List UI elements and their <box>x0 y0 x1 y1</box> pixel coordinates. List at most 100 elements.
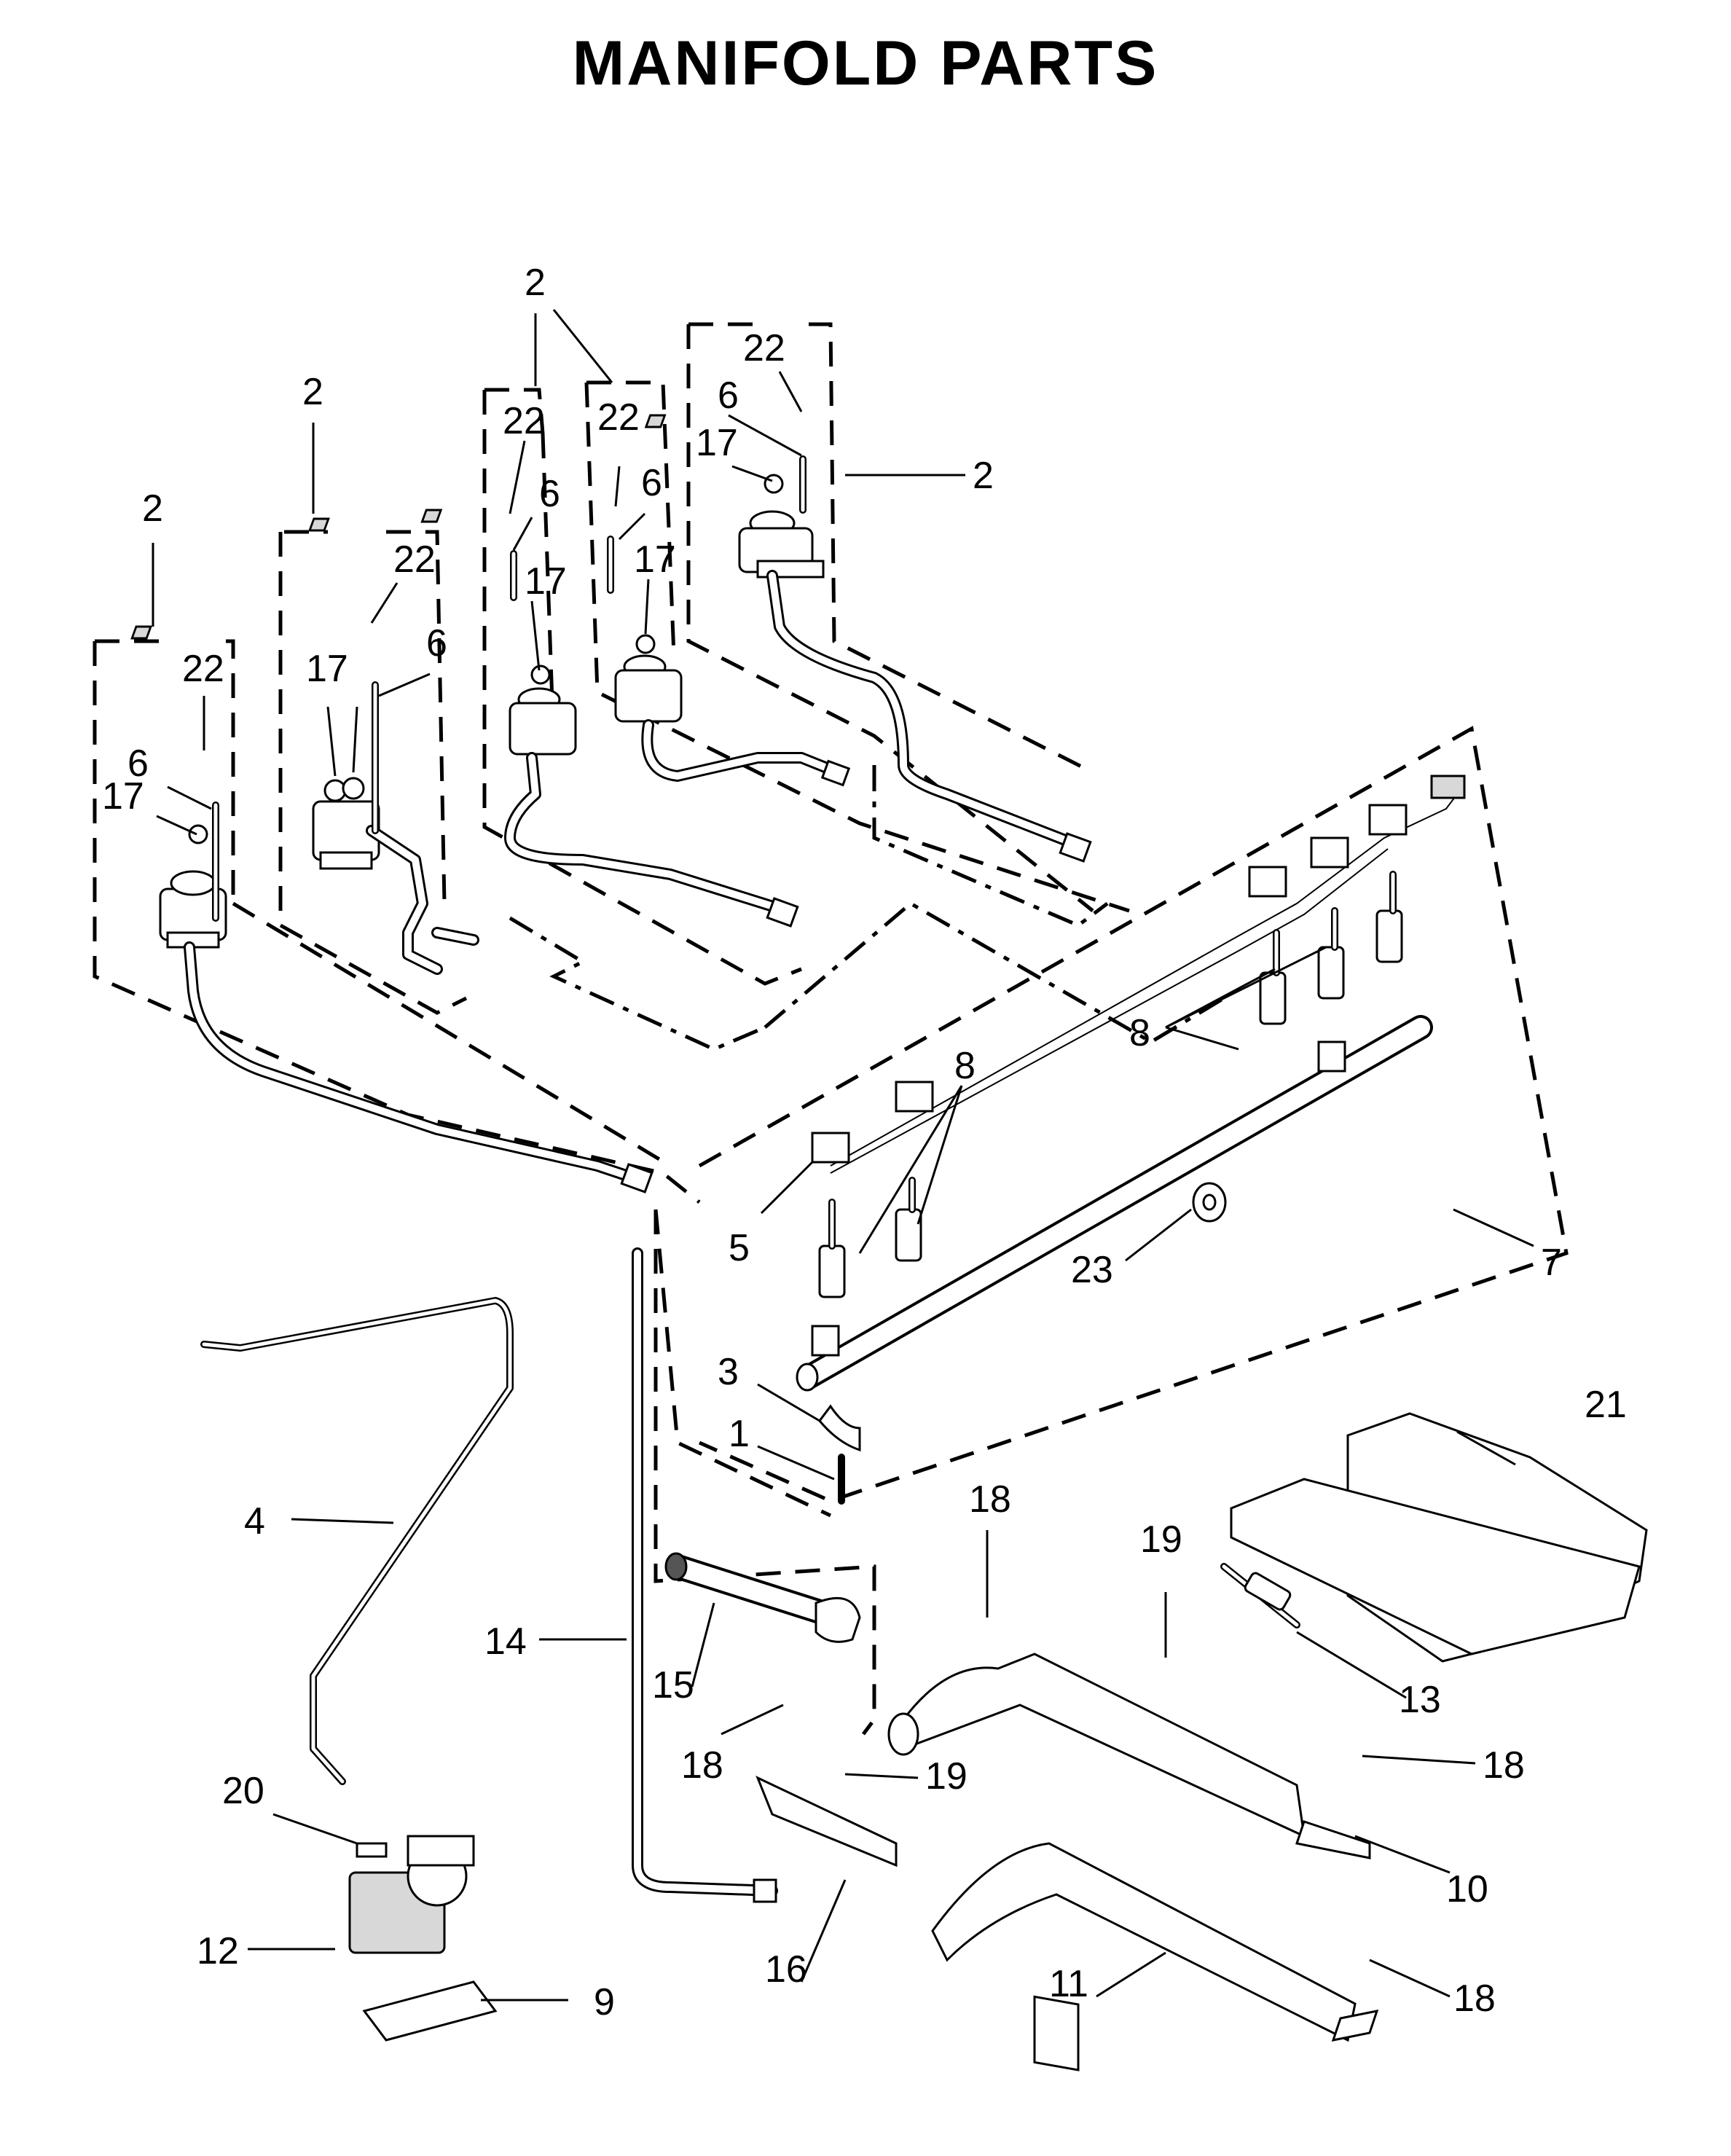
screw-icon <box>188 824 208 844</box>
callout-15: 15 <box>652 1664 694 1706</box>
boundary-valve-right <box>686 322 1094 912</box>
bracket-16 <box>755 1776 898 1867</box>
igniter-switch <box>811 1132 850 1164</box>
boundary-chain-2 <box>764 901 1225 1044</box>
callout-6-d: 6 <box>641 462 662 504</box>
clip-icon <box>420 509 443 523</box>
valve-assembly-center-left <box>504 687 799 928</box>
callout-2-left-mid: 2 <box>302 371 323 413</box>
callout-8-a: 8 <box>1129 1012 1150 1054</box>
callout-17-e: 17 <box>696 422 738 464</box>
valve-stem-cap <box>170 870 216 896</box>
callout-6-e: 6 <box>718 375 739 417</box>
page-title: MANIFOLD PARTS <box>572 28 1159 98</box>
tube-nut <box>620 1163 653 1193</box>
callout-6-b: 6 <box>426 622 447 665</box>
manifold-bracket <box>1317 1040 1346 1073</box>
callout-1: 1 <box>729 1413 750 1455</box>
clip-icon <box>644 414 667 428</box>
boundary-manifold <box>653 726 1569 1518</box>
callout-8-b: 8 <box>954 1045 976 1087</box>
callout-20: 20 <box>222 1770 264 1812</box>
callout-18-b: 18 <box>681 1744 723 1787</box>
group-boundaries <box>93 322 1569 1736</box>
igniter-harness <box>811 775 1466 1174</box>
valve-assembly-right <box>738 510 1092 863</box>
callout-17-b: 17 <box>306 648 348 690</box>
callout-11: 11 <box>1049 1963 1088 2005</box>
valve-tube <box>184 941 647 1186</box>
boundary-chain-1 <box>509 916 766 1051</box>
callout-22-b: 22 <box>393 538 436 581</box>
orifice-holder-13 <box>1220 1563 1300 1628</box>
igniter-switch <box>895 1081 934 1113</box>
callout-17-c: 17 <box>525 560 567 603</box>
leader-lines <box>152 309 1534 2002</box>
callout-19-a: 19 <box>1140 1518 1182 1561</box>
valve-assembly-left-mid <box>312 777 479 975</box>
callout-18-c: 18 <box>1483 1744 1525 1787</box>
callout-10: 10 <box>1446 1868 1488 1910</box>
clip-icon <box>130 625 153 640</box>
small-hardware <box>130 414 806 922</box>
callout-18-d: 18 <box>1453 1977 1496 2020</box>
oven-burner-upper <box>887 1653 1371 1859</box>
callout-19-b: 19 <box>925 1755 967 1798</box>
callout-21: 21 <box>1585 1384 1627 1426</box>
callout-14: 14 <box>484 1620 527 1663</box>
callout-12: 12 <box>197 1930 239 1972</box>
tubing-left <box>200 1247 778 1903</box>
manifold-assembly <box>796 871 1433 1505</box>
tube-nut <box>820 759 851 787</box>
valve-assembly-center-right <box>614 654 851 787</box>
callout-6-a: 6 <box>127 742 149 785</box>
callouts: 2 2 2 2 22 22 22 22 22 6 6 6 6 6 17 17 1… <box>102 262 1627 2023</box>
tube-nut <box>1059 832 1092 863</box>
burner-valve-icon <box>1259 929 1287 1025</box>
screw-icon <box>635 634 656 654</box>
burner-valve-icon <box>895 1177 922 1262</box>
valve-tube <box>504 752 793 917</box>
valve-bracket <box>319 851 373 870</box>
callout-22-e: 22 <box>743 327 785 369</box>
igniter-switch <box>1310 836 1349 869</box>
clip-icon <box>307 517 330 532</box>
heat-shield-21 <box>1230 1412 1648 1663</box>
callout-7: 7 <box>1541 1242 1562 1284</box>
callout-22-a: 22 <box>182 648 224 690</box>
harness-connector <box>1430 775 1466 799</box>
oven-burner-lower <box>931 1842 1379 2071</box>
pipe-clamp-3 <box>818 1404 861 1452</box>
callout-5: 5 <box>729 1227 750 1269</box>
elbow <box>815 1596 861 1643</box>
callout-9: 9 <box>594 1981 615 2023</box>
boundary-valve-left-mid <box>278 530 468 1015</box>
screw-icon <box>764 474 784 494</box>
callout-17-d: 17 <box>634 538 676 581</box>
screw-icon <box>530 665 551 685</box>
boundary-valve-center-right <box>584 380 1130 913</box>
callout-23: 23 <box>1071 1249 1113 1291</box>
oven-burner-icon <box>902 1653 1306 1838</box>
igniter-switch <box>1368 804 1408 836</box>
callout-4: 4 <box>244 1500 265 1542</box>
boundary-chain-3 <box>872 765 1109 928</box>
burner-valve-icon <box>818 1199 846 1298</box>
callout-13: 13 <box>1399 1679 1441 1721</box>
manifold-bracket <box>811 1325 840 1357</box>
callout-18-a: 18 <box>969 1478 1011 1521</box>
callout-22-d: 22 <box>597 396 640 439</box>
callout-16: 16 <box>765 1948 807 1991</box>
burner-valve-icon <box>1375 871 1403 963</box>
callout-2-right: 2 <box>973 455 994 497</box>
callout-6-c: 6 <box>539 473 560 515</box>
igniter-switch <box>1248 866 1287 898</box>
inlet-pipe <box>664 1552 861 1643</box>
callout-17-a: 17 <box>102 775 144 818</box>
screw-icon <box>356 1842 388 1858</box>
callout-2-top: 2 <box>525 262 546 304</box>
boundary-front-inlet <box>653 1210 876 1736</box>
callout-22-c: 22 <box>503 400 545 442</box>
oven-burner-icon <box>931 1842 1357 2042</box>
